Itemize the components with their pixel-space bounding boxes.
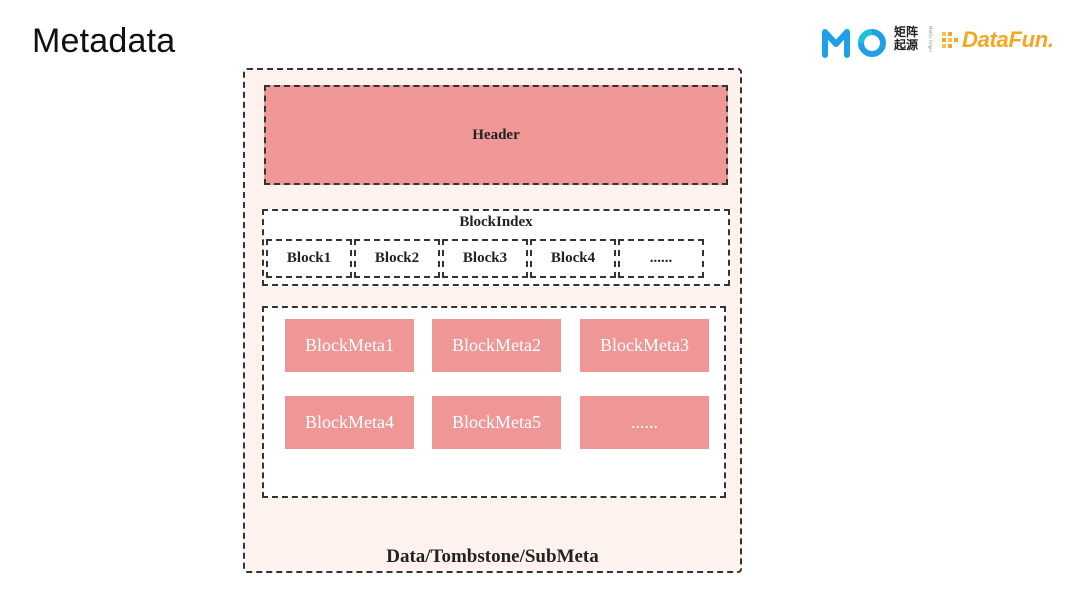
- block-meta-cell: BlockMeta3: [580, 319, 709, 372]
- metadata-container: Header BlockIndex Block1 Block2 Block3 B…: [243, 68, 742, 573]
- header-block: Header: [264, 85, 728, 185]
- block-meta-cell: ......: [580, 396, 709, 449]
- block-index-label: BlockIndex: [459, 214, 533, 230]
- block-index-cell: Block2: [354, 239, 440, 278]
- container-label: Data/Tombstone/SubMeta: [386, 546, 599, 567]
- block-meta-cell: BlockMeta4: [285, 396, 414, 449]
- matrix-origin-cn-text: 矩阵 起源: [894, 25, 919, 52]
- datafun-logo-text: DataFun.: [962, 27, 1054, 52]
- block-index-container: BlockIndex Block1 Block2 Block3 Block4 .…: [262, 209, 730, 286]
- block-meta-container: BlockMeta1 BlockMeta2 BlockMeta3 BlockMe…: [262, 306, 726, 498]
- block-meta-cell: BlockMeta5: [432, 396, 561, 449]
- page-title: Metadata: [32, 22, 176, 60]
- block-index-cell: Block4: [530, 239, 616, 278]
- block-index-row: Block1 Block2 Block3 Block4 ......: [266, 239, 706, 278]
- block-index-cell: Block1: [266, 239, 352, 278]
- matrixone-logo-icon: [822, 29, 886, 58]
- datafun-dots-icon: [942, 32, 958, 48]
- block-meta-cell: BlockMeta1: [285, 319, 414, 372]
- block-meta-cell: BlockMeta2: [432, 319, 561, 372]
- logo-group: 矩阵 起源 Matrix Origin DataFun.: [822, 24, 1072, 64]
- header-label: Header: [472, 126, 520, 143]
- block-index-cell: ......: [618, 239, 704, 278]
- matrix-origin-small-text: Matrix Origin: [928, 26, 933, 52]
- block-index-cell: Block3: [442, 239, 528, 278]
